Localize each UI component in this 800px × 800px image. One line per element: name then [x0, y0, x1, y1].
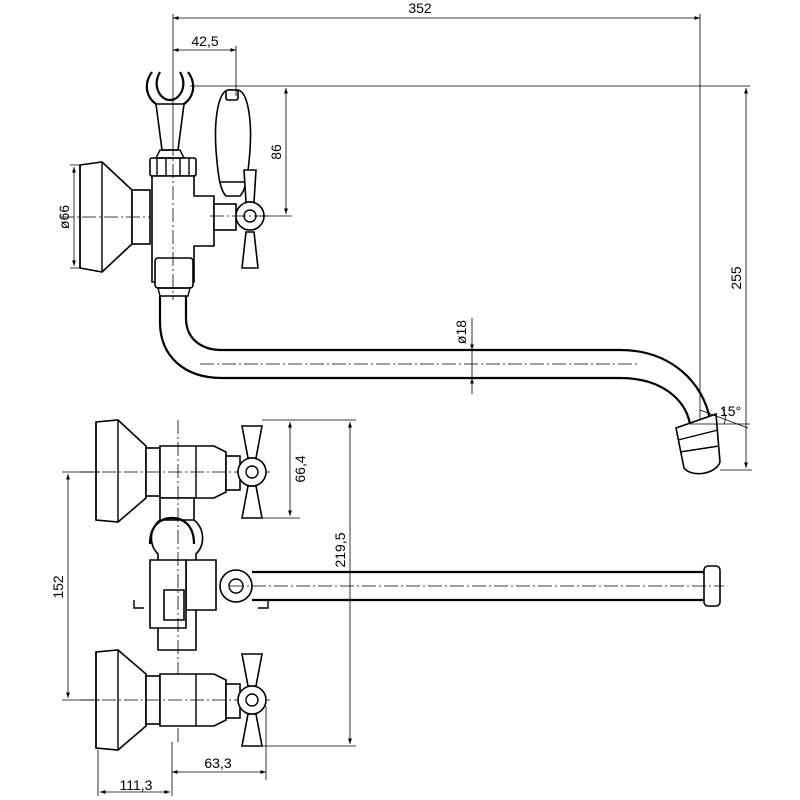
dim-center-distance: 152 [50, 575, 66, 599]
wall-flange-top [60, 161, 151, 273]
dim-overall-length: 352 [408, 0, 432, 16]
dim-holder-offset: 42,5 [191, 33, 218, 49]
center-body-front [133, 420, 269, 742]
cross-handle-top [210, 169, 270, 269]
dim-valve-spacing-small: 66,4 [292, 455, 308, 482]
dim-body-height: 219,5 [332, 532, 348, 567]
dim-spout-diameter: ø18 [453, 320, 469, 344]
valve-body-top [149, 120, 215, 300]
dim-wall-depth: 111,3 [120, 777, 153, 793]
front-view-dimensions: 66,4 219,5 152 63,3 111,3 [50, 419, 356, 796]
dim-handle-offset: 63,3 [204, 755, 231, 771]
lever-handle-top [214, 89, 252, 197]
dim-spout-angle: 15° [720, 403, 741, 419]
upper-valve-front [80, 419, 270, 523]
shower-holder-top [145, 71, 195, 159]
lower-cross-handle [237, 653, 267, 747]
upper-cross-handle [237, 425, 267, 519]
lower-valve-front [80, 649, 270, 751]
side-view [60, 71, 721, 475]
front-view [80, 419, 724, 751]
spout-front [219, 565, 724, 607]
dim-total-height: 255 [728, 266, 744, 290]
side-view-dimensions: 352 42,5 86 ø66 ø18 255 15° [56, 0, 752, 471]
spout-side [158, 296, 721, 475]
dim-handle-height: 86 [268, 144, 284, 160]
dim-flange-diameter: ø66 [56, 205, 72, 229]
